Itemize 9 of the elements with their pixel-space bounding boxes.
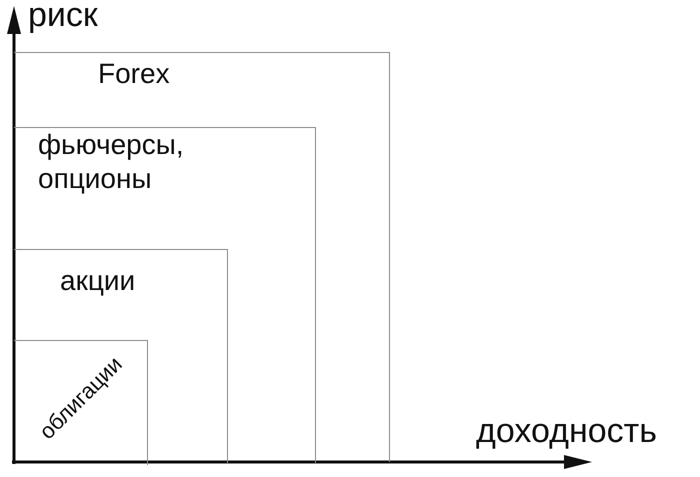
market-box (14, 249, 228, 464)
axis-label: доходность (476, 412, 657, 451)
market-label: Forex (98, 57, 171, 91)
axis-label: риск (28, 0, 98, 35)
market-label: акции (60, 264, 136, 298)
market-box (14, 52, 390, 462)
market-label: фьючерсы, опционы (38, 128, 185, 196)
market-box (14, 127, 316, 463)
market-box (14, 340, 148, 465)
